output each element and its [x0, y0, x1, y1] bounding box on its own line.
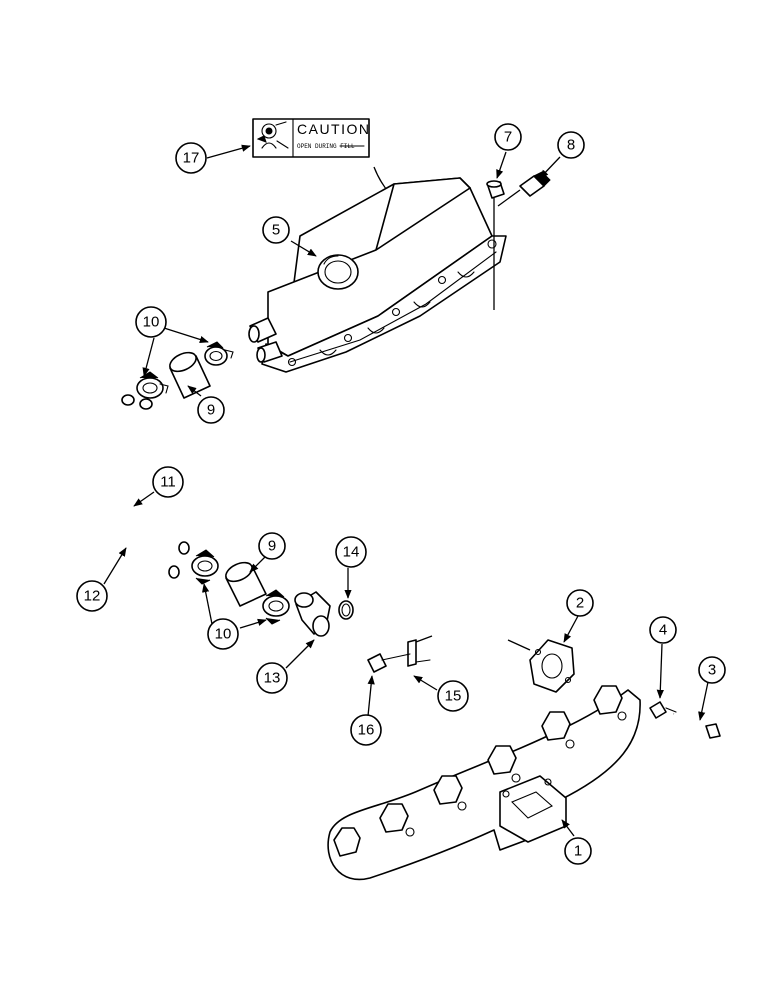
gasket-2	[507, 639, 575, 693]
callout-17-label: 17	[183, 150, 200, 167]
callout-2: 2	[566, 589, 594, 617]
decal-caption: CAUTION	[297, 121, 371, 137]
callout-13: 13	[256, 662, 288, 694]
callout-16: 16	[350, 714, 382, 746]
callout-9-upper: 9	[197, 396, 225, 424]
manifold-cover	[248, 177, 507, 373]
callout-7-label: 7	[504, 129, 512, 146]
callout-17: 17	[175, 142, 207, 174]
hose-upper-9	[169, 351, 211, 399]
fitting-part-8	[497, 171, 551, 207]
callout-7: 7	[494, 123, 522, 151]
callout-1-label: 1	[574, 843, 582, 860]
caution-decal: CAUTION OPEN DURING FILL	[252, 118, 371, 158]
clamp-lower-right	[262, 589, 290, 625]
callout-9-lower: 9	[258, 532, 286, 560]
callout-8: 8	[557, 131, 585, 159]
decal-subtext: OPEN DURING FILL	[297, 143, 355, 150]
callout-9-lower-label: 9	[268, 538, 276, 555]
callout-15: 15	[437, 680, 469, 712]
bolt-part-7	[486, 180, 505, 310]
callout-12: 12	[76, 580, 108, 612]
callout-15-label: 15	[445, 688, 462, 705]
exhaust-manifold	[327, 685, 641, 881]
bolt-3	[673, 713, 721, 739]
callout-13-label: 13	[264, 670, 281, 687]
tube-12	[80, 394, 180, 579]
callout-9-upper-label: 9	[207, 402, 215, 419]
callout-8-label: 8	[567, 137, 575, 154]
callout-11: 11	[152, 466, 184, 498]
callout-5-label: 5	[272, 222, 280, 239]
callout-4: 4	[649, 616, 677, 644]
callout-5: 5	[262, 216, 290, 244]
bolt-16	[367, 653, 411, 673]
decal-pictogram-icon	[256, 121, 289, 149]
callout-11-label: 11	[160, 474, 176, 491]
callout-3-label: 3	[708, 662, 716, 679]
callout-10-upper-label: 10	[143, 314, 160, 331]
callout-10-lower-label: 10	[215, 626, 232, 643]
clip-4	[649, 701, 677, 719]
elbow-13	[294, 591, 331, 637]
o-ring-14	[338, 600, 354, 620]
callout-16-label: 16	[358, 722, 375, 739]
clamp-lower-left	[191, 549, 219, 585]
callout-12-label: 12	[84, 588, 101, 605]
callout-4-label: 4	[659, 622, 667, 639]
callout-3: 3	[698, 656, 726, 684]
bracket-15	[407, 635, 433, 667]
callout-2-label: 2	[576, 595, 584, 612]
clamp-upper-left	[136, 371, 169, 399]
callout-1: 1	[564, 837, 592, 865]
clamp-upper-right	[204, 341, 234, 366]
callout-10-lower: 10	[207, 618, 239, 650]
hose-lower-9	[225, 561, 267, 607]
callout-14: 14	[335, 536, 367, 568]
leader-lines	[103, 144, 709, 837]
callout-14-label: 14	[343, 544, 360, 561]
callout-10-upper: 10	[135, 306, 167, 338]
